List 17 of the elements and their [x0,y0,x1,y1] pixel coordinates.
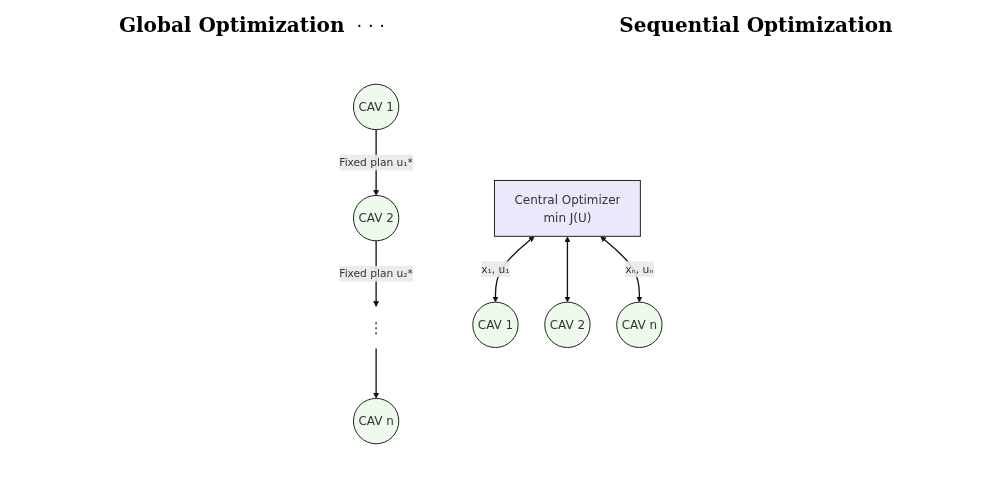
node-circle: CAV n [616,301,663,348]
panel-title: Sequential Optimization [619,13,893,37]
node-circle: CAV 2 [352,194,400,241]
edge-label: xₙ, uₙ [625,262,654,275]
panel-title: Global Optimization [118,13,345,37]
node-box: Central Optimizer min J(U) [494,179,641,237]
node-circle: CAV 1 [472,301,519,348]
edge-label: Fixed plan u₂* [339,266,413,280]
node-circle: CAV n [352,397,400,444]
node-circle: CAV 2 [544,301,591,348]
arrow [564,235,571,302]
edge-label: Fixed plan u₁* [339,155,413,169]
node-circle: CAV 1 [352,83,400,130]
node-text: ⋮ [368,318,384,336]
ellipsis: · · · [356,15,386,36]
arrow [373,347,380,399]
edge-label: x₁, u₁ [481,262,510,275]
